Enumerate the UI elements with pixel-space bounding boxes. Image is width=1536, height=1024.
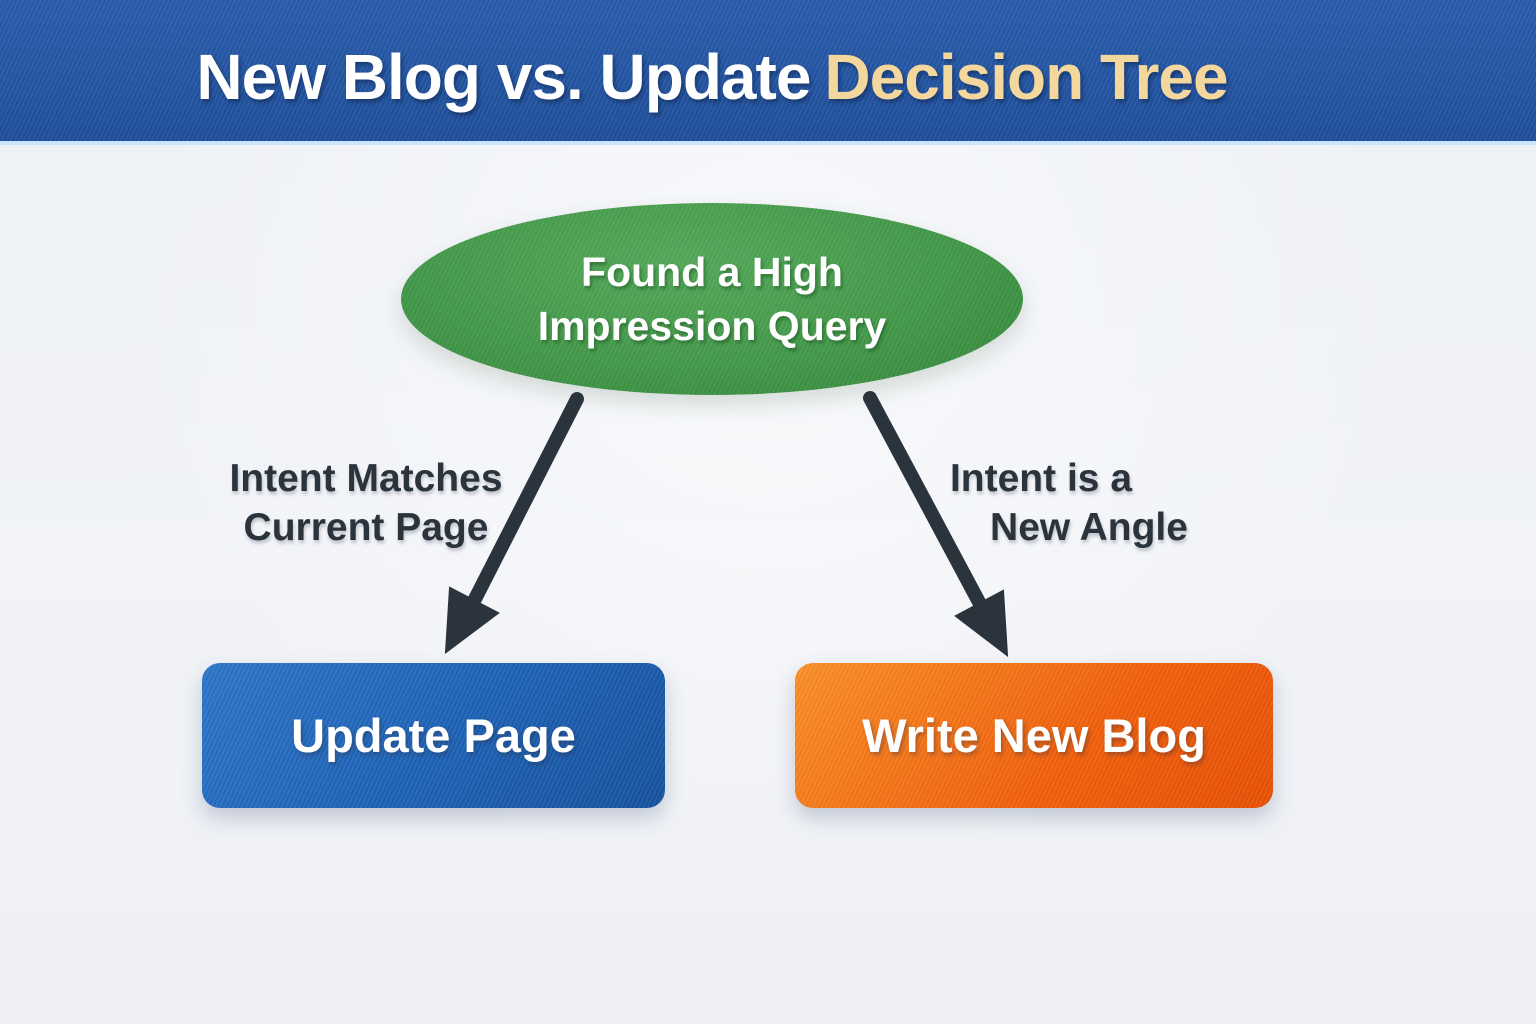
right-arrow	[863, 391, 1009, 658]
root-node-label-line2: Impression Query	[537, 303, 887, 349]
right-branch-condition-line1: Intent is a	[949, 457, 1133, 500]
left-branch-condition-line1: Intent Matches	[229, 457, 503, 500]
page-title-main: New Blog vs. Update	[196, 40, 811, 113]
outcome-label-update-page: Update Page	[291, 709, 576, 762]
right-branch-condition-line2: New Angle	[990, 506, 1188, 549]
outcome-box-write-new-blog: Write New Blog	[795, 663, 1273, 808]
outcome-label-write-new-blog: Write New Blog	[862, 709, 1206, 762]
root-node-label-line1: Found a High	[581, 249, 843, 295]
page-title-accent: Decision Tree	[824, 40, 1228, 113]
root-node-high-impression-query: Found a High Impression Query	[401, 203, 1023, 395]
outcome-box-update-page: Update Page	[202, 663, 665, 808]
left-branch-condition-line2: Current Page	[243, 506, 489, 549]
